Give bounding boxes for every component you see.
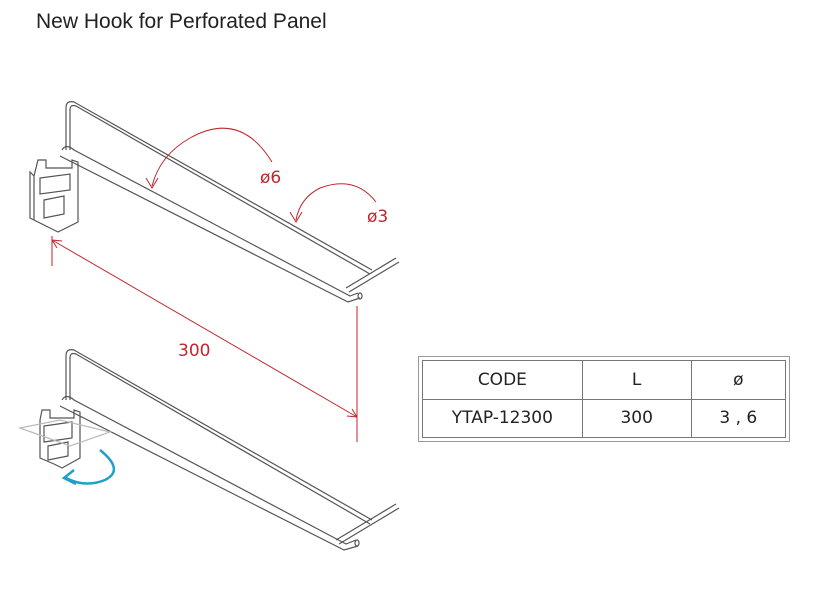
cell-code: YTAP-12300 (422, 398, 583, 438)
spec-table: CODE L ø YTAP-12300 300 3 , 6 (422, 360, 787, 438)
rotation-arrow (65, 449, 115, 485)
diameter-tip-label: ø3 (367, 207, 388, 227)
page-title: New Hook for Perforated Panel (36, 10, 327, 33)
table-header-row: CODE L ø (422, 360, 787, 400)
table-row: YTAP-12300 300 3 , 6 (422, 398, 787, 438)
spec-table-frame: CODE L ø YTAP-12300 300 3 , 6 (418, 356, 790, 442)
header-length: L (581, 360, 692, 400)
dimension-lines (51, 127, 377, 442)
rotation-arrowhead (61, 469, 77, 486)
cell-length: 300 (581, 398, 692, 438)
top-hook (29, 101, 400, 303)
header-code: CODE (422, 360, 583, 400)
cell-diameter: 3 , 6 (690, 398, 787, 438)
header-diameter: ø (690, 360, 787, 400)
diameter-main-label: ø6 (260, 168, 281, 188)
bottom-hook (17, 349, 400, 551)
length-label: 300 (178, 341, 210, 361)
